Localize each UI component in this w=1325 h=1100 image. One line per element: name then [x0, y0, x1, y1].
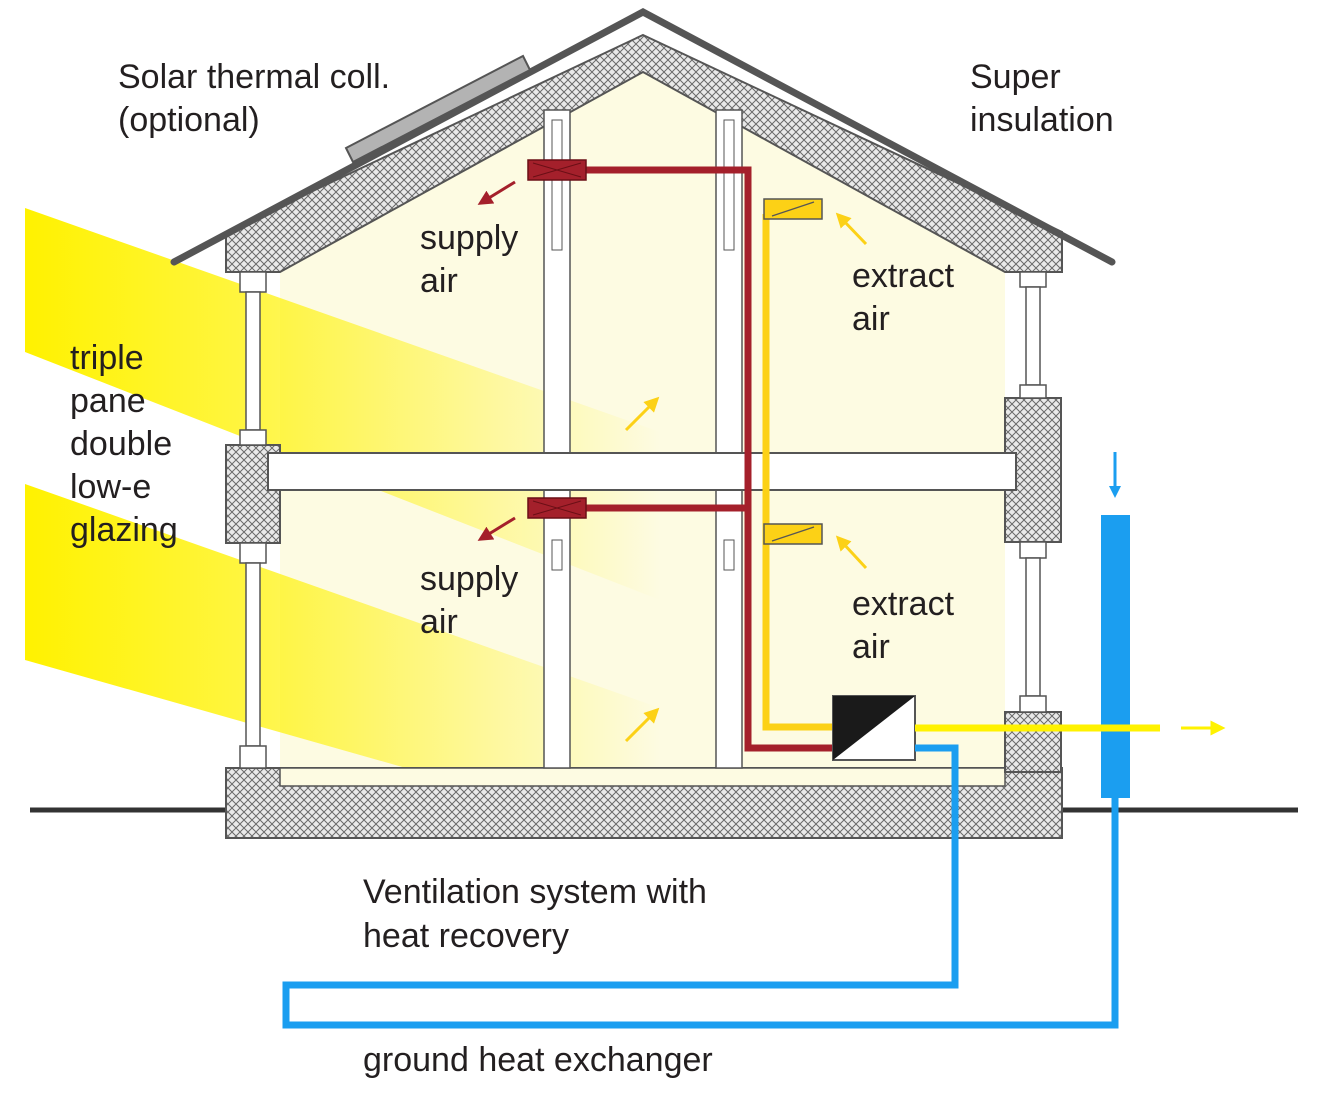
- extract-air-lower-label-1: extract: [852, 585, 955, 623]
- extract-air-upper-label-1: extract: [852, 257, 955, 295]
- extract-arrow-upper-icon: [835, 212, 868, 246]
- glazing-label-2: pane: [70, 382, 146, 420]
- ventilation-label-2: heat recovery: [363, 917, 569, 955]
- ground-heat-exchanger-label: ground heat exchanger: [363, 1041, 713, 1079]
- solar-collector-note: (optional): [118, 101, 260, 139]
- supply-air-upper-label-1: supply: [420, 219, 518, 257]
- extract-air-upper-label-2: air: [852, 300, 890, 338]
- supply-diffuser-lower-icon: [527, 497, 587, 519]
- house-interior: [280, 72, 1005, 768]
- super-insulation-label-1: Super: [970, 58, 1061, 96]
- glazing-label-3: double: [70, 425, 172, 463]
- labels: Solar thermal coll. (optional) Super ins…: [70, 58, 1114, 1079]
- supply-arrow-upper-icon: [477, 180, 516, 205]
- extract-grille-upper-icon: [763, 198, 823, 220]
- sunlight-beams: [25, 208, 660, 840]
- supply-air-lower-label-2: air: [420, 603, 458, 641]
- roof: [170, 8, 1116, 273]
- supply-diffuser-upper-icon: [527, 159, 587, 181]
- glazing-label-5: glazing: [70, 511, 178, 549]
- super-insulation-label-2: insulation: [970, 101, 1114, 139]
- air-intake-column: [1101, 452, 1130, 798]
- supply-arrow-lower-icon: [477, 516, 516, 541]
- glazing-label-1: triple: [70, 339, 144, 377]
- extract-arrow-lower-icon: [835, 535, 868, 570]
- floor-slab: [267, 452, 1017, 491]
- airflow-arrow-upper-icon: [624, 396, 660, 432]
- supply-air-upper-label-2: air: [420, 262, 458, 300]
- extract-grille-lower-icon: [763, 523, 823, 545]
- solar-collector: [344, 54, 532, 164]
- ground-pipe: [282, 744, 1119, 1029]
- right-wall: [1004, 271, 1062, 773]
- airflow-arrow-lower-icon: [624, 707, 660, 743]
- heat-recovery-unit-icon: [832, 695, 916, 761]
- extract-air-lower-label-2: air: [852, 628, 890, 666]
- ventilation-label-1: Ventilation system with: [363, 873, 707, 911]
- foundation: [225, 767, 1063, 839]
- supply-air-lower-label-1: supply: [420, 560, 518, 598]
- solar-collector-label: Solar thermal coll.: [118, 58, 390, 96]
- glazing-label-4: low-e: [70, 468, 151, 506]
- supply-duct: [586, 166, 833, 752]
- extract-duct: [762, 214, 833, 731]
